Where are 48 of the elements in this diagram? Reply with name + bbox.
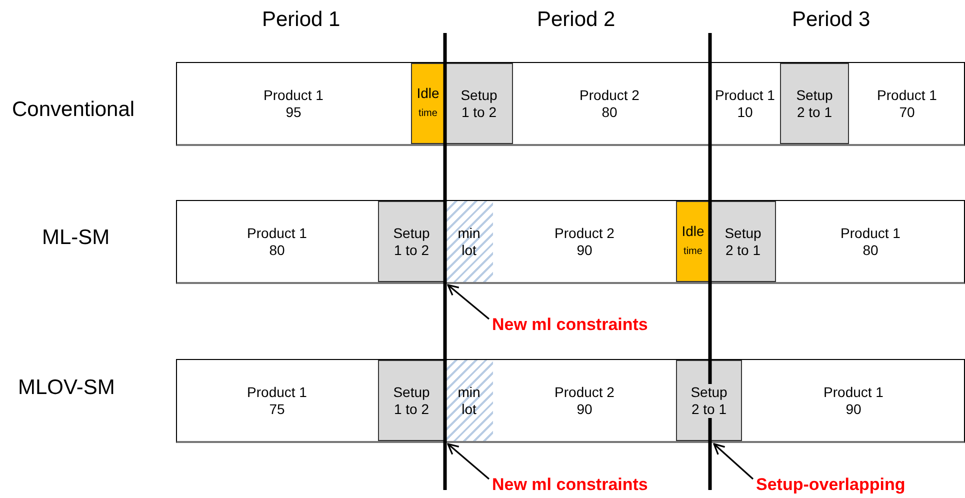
segment-label: time <box>684 245 702 259</box>
leader-line <box>447 284 490 320</box>
setup-segment <box>378 201 445 282</box>
setup-segment <box>676 360 742 441</box>
segment-label: Product 1 <box>877 86 937 104</box>
segment-label: Product 2 <box>580 86 640 104</box>
segment-label: Product 1 <box>247 224 307 242</box>
segment-label: 90 <box>846 400 862 418</box>
leader-line <box>447 443 490 480</box>
segment-label: Product 2 <box>554 384 614 400</box>
segment-label: min lot <box>456 224 482 258</box>
min-lot-segment <box>445 360 493 441</box>
segment-label: 80 <box>862 242 878 258</box>
segment-label: 10 <box>737 104 753 120</box>
segment-label: Product 1 <box>824 384 884 400</box>
period-label: Period 1 <box>262 8 340 32</box>
segment-label: time <box>418 107 438 121</box>
setup-segment <box>378 360 445 441</box>
row-label: MLOV-SM <box>18 376 115 400</box>
min-lot-segment <box>445 201 493 282</box>
segment-label: Product 1 <box>715 86 775 104</box>
leader-line <box>713 443 754 480</box>
segment-label: Idle <box>682 223 704 240</box>
segment-label: 80 <box>602 104 618 120</box>
segment-label: 70 <box>899 104 915 120</box>
segment-label: Product 1 <box>247 384 307 400</box>
annotation-text: New ml constraints <box>492 315 648 335</box>
row-label: ML-SM <box>42 226 110 250</box>
idle-time-segment <box>411 63 445 144</box>
segment-label: 90 <box>576 400 592 418</box>
annotation-text: New ml constraints <box>492 475 648 495</box>
segment-label: Product 2 <box>554 224 614 242</box>
setup-segment <box>445 63 513 144</box>
setup-segment <box>780 63 849 144</box>
segment-label: 90 <box>576 242 592 258</box>
segment-label: min lot <box>456 384 482 418</box>
row-label: Conventional <box>12 98 135 122</box>
idle-time-segment <box>676 201 710 282</box>
annotation-text: Setup-overlapping <box>756 475 906 495</box>
segment-label: Product 1 <box>264 86 324 104</box>
period-label: Period 2 <box>537 8 616 32</box>
segment-label: 80 <box>269 242 285 258</box>
segment-label: 95 <box>286 104 302 120</box>
segment-label: 75 <box>269 400 285 418</box>
period-label: Period 3 <box>792 8 870 32</box>
setup-segment <box>710 201 776 282</box>
segment-label: Product 1 <box>840 224 900 242</box>
segment-label: Idle <box>416 85 440 102</box>
